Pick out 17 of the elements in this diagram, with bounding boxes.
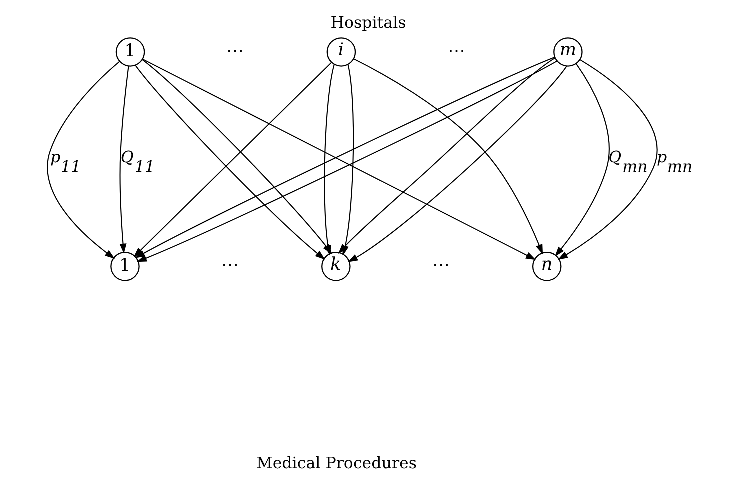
label: ⋯ bbox=[432, 256, 450, 276]
label: ⋯ bbox=[448, 42, 466, 62]
node-circle: m bbox=[554, 38, 583, 67]
node-circle: 1 bbox=[110, 252, 140, 282]
label: ⋯ bbox=[226, 42, 245, 62]
node-circle: i bbox=[326, 38, 356, 67]
label: ⋯ bbox=[221, 256, 240, 276]
node-circle: n bbox=[532, 252, 562, 282]
arrow bbox=[120, 66, 130, 254]
arrow bbox=[47, 61, 120, 260]
diagram-title: Hospitals bbox=[330, 12, 406, 32]
caption: Medical Procedures bbox=[256, 453, 418, 472]
arrow bbox=[558, 59, 658, 260]
arrow bbox=[555, 63, 610, 257]
arrow bbox=[348, 66, 568, 262]
node-circle: 1 bbox=[116, 38, 146, 67]
node-circle: k bbox=[322, 252, 351, 282]
